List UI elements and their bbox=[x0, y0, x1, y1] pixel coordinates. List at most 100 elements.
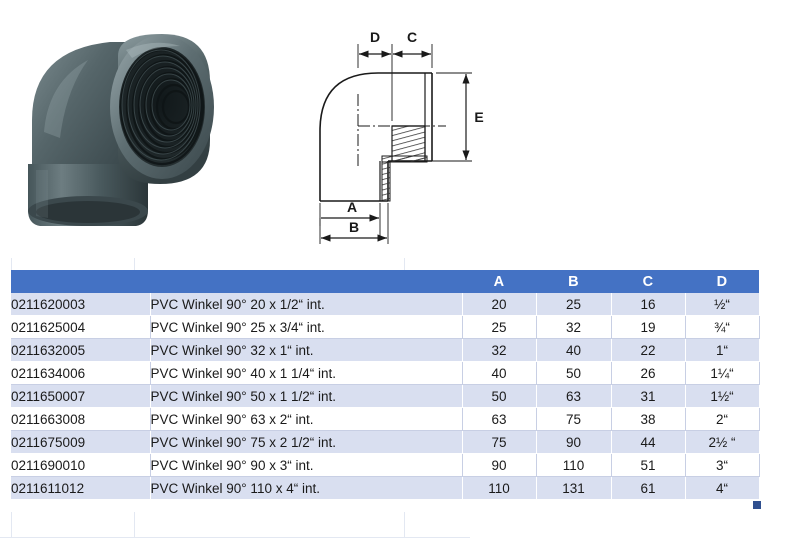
cell-article-number: 0211632005 bbox=[11, 338, 151, 362]
header-cell-a: A bbox=[462, 270, 536, 293]
cell-description: PVC Winkel 90° 75 x 2 1/2“ int. bbox=[150, 430, 463, 454]
cell-b: 63 bbox=[536, 384, 612, 408]
cell-d: 4“ bbox=[685, 476, 760, 500]
table-row[interactable]: 0211663008 PVC Winkel 90° 63 x 2“ int. 6… bbox=[11, 407, 760, 431]
header-cell-description bbox=[150, 270, 462, 293]
spreadsheet-gridline bbox=[134, 512, 135, 538]
dimension-label-b: B bbox=[349, 219, 359, 235]
cell-description: PVC Winkel 90° 50 x 1 1/2“ int. bbox=[150, 384, 463, 408]
cell-article-number: 0211663008 bbox=[11, 407, 151, 431]
spec-table-container: A B C D 0211620003 PVC Winkel 90° 20 x 1… bbox=[11, 270, 760, 500]
table-row[interactable]: 0211620003 PVC Winkel 90° 20 x 1/2“ int.… bbox=[11, 293, 760, 316]
cell-d: ½“ bbox=[685, 293, 760, 316]
illustration-area: D C E A bbox=[0, 0, 800, 262]
spreadsheet-gridline bbox=[134, 258, 135, 270]
photo-highlight-2 bbox=[126, 42, 180, 58]
spreadsheet-gridline bbox=[404, 258, 405, 270]
cell-d: 3“ bbox=[685, 453, 760, 477]
cell-c: 22 bbox=[611, 338, 686, 362]
photo-highlight bbox=[44, 60, 88, 138]
table-row[interactable]: 0211632005 PVC Winkel 90° 32 x 1“ int. 3… bbox=[11, 338, 760, 362]
table-row[interactable]: 0211650007 PVC Winkel 90° 50 x 1 1/2“ in… bbox=[11, 384, 760, 408]
cell-description: PVC Winkel 90° 25 x 3/4“ int. bbox=[150, 315, 463, 339]
table-row[interactable]: 0211625004 PVC Winkel 90° 25 x 3/4“ int.… bbox=[11, 315, 760, 339]
header-row: A B C D bbox=[11, 270, 759, 293]
cell-d: 1¼“ bbox=[685, 361, 760, 385]
dimension-label-a: A bbox=[347, 199, 357, 215]
internal-thread-icon bbox=[119, 48, 205, 166]
technical-drawing-image: D C E A bbox=[319, 29, 484, 244]
photo-highlight-3 bbox=[36, 170, 48, 218]
header-cell-c: C bbox=[611, 270, 685, 293]
cell-description: PVC Winkel 90° 90 x 3“ int. bbox=[150, 453, 463, 477]
cell-description: PVC Winkel 90° 40 x 1 1/4“ int. bbox=[150, 361, 463, 385]
elbow-threaded-socket bbox=[110, 34, 214, 184]
spreadsheet-gridline bbox=[11, 512, 12, 538]
cell-description: PVC Winkel 90° 110 x 4“ int. bbox=[150, 476, 463, 500]
cell-c: 16 bbox=[611, 293, 686, 316]
selection-fill-handle[interactable] bbox=[752, 500, 762, 510]
cell-c: 26 bbox=[611, 361, 686, 385]
header-cell-article bbox=[11, 270, 150, 293]
dimension-label-c: C bbox=[407, 29, 417, 45]
elbow-lower-socket bbox=[28, 164, 148, 226]
cell-d: ¾“ bbox=[685, 315, 760, 339]
cell-article-number: 0211675009 bbox=[11, 430, 151, 454]
cell-b: 110 bbox=[536, 453, 612, 477]
cell-c: 31 bbox=[611, 384, 686, 408]
thread-section-hatch bbox=[381, 125, 428, 202]
header-cell-b: B bbox=[536, 270, 611, 293]
cell-a: 25 bbox=[462, 315, 537, 339]
cell-b: 25 bbox=[536, 293, 612, 316]
cell-description: PVC Winkel 90° 20 x 1/2“ int. bbox=[150, 293, 463, 316]
cell-b: 40 bbox=[536, 338, 612, 362]
table-row[interactable]: 0211634006 PVC Winkel 90° 40 x 1 1/4“ in… bbox=[11, 361, 760, 385]
cell-c: 19 bbox=[611, 315, 686, 339]
cell-b: 50 bbox=[536, 361, 612, 385]
spreadsheet-gridline bbox=[0, 537, 470, 538]
cell-a: 40 bbox=[462, 361, 537, 385]
dimension-label-e: E bbox=[474, 109, 483, 125]
cell-article-number: 0211611012 bbox=[11, 476, 151, 500]
cell-article-number: 0211650007 bbox=[11, 384, 151, 408]
center-line bbox=[357, 94, 446, 166]
cell-c: 51 bbox=[611, 453, 686, 477]
cell-c: 44 bbox=[611, 430, 686, 454]
cell-a: 63 bbox=[462, 407, 537, 431]
cell-article-number: 0211625004 bbox=[11, 315, 151, 339]
cell-b: 131 bbox=[536, 476, 612, 500]
cell-a: 20 bbox=[462, 293, 537, 316]
cell-b: 32 bbox=[536, 315, 612, 339]
cell-article-number: 0211634006 bbox=[11, 361, 151, 385]
spec-table: A B C D 0211620003 PVC Winkel 90° 20 x 1… bbox=[11, 270, 760, 500]
cell-d: 2“ bbox=[685, 407, 760, 431]
dimension-c: C bbox=[393, 29, 433, 68]
dimension-e: E bbox=[430, 72, 484, 162]
technical-drawing: D C E A bbox=[296, 16, 528, 254]
cell-d: 2½ “ bbox=[685, 430, 760, 454]
table-row[interactable]: 0211675009 PVC Winkel 90° 75 x 2 1/2“ in… bbox=[11, 430, 760, 454]
product-photo-image bbox=[28, 34, 214, 226]
cell-a: 50 bbox=[462, 384, 537, 408]
cell-description: PVC Winkel 90° 63 x 2“ int. bbox=[150, 407, 463, 431]
table-row[interactable]: 0211690010 PVC Winkel 90° 90 x 3“ int. 9… bbox=[11, 453, 760, 477]
dimension-label-d: D bbox=[370, 29, 380, 45]
table-row[interactable]: 0211611012 PVC Winkel 90° 110 x 4“ int. … bbox=[11, 476, 760, 500]
cell-article-number: 0211620003 bbox=[11, 293, 151, 316]
spreadsheet-gridline bbox=[404, 512, 405, 538]
cell-c: 61 bbox=[611, 476, 686, 500]
header-cell-d: D bbox=[685, 270, 759, 293]
cell-a: 110 bbox=[462, 476, 537, 500]
cell-b: 75 bbox=[536, 407, 612, 431]
dimension-d: D bbox=[357, 29, 393, 121]
spec-table-header: A B C D bbox=[11, 270, 759, 293]
cell-c: 38 bbox=[611, 407, 686, 431]
dimension-b: B bbox=[319, 203, 389, 244]
cell-b: 90 bbox=[536, 430, 612, 454]
cell-a: 75 bbox=[462, 430, 537, 454]
product-photo bbox=[14, 12, 246, 244]
cell-a: 90 bbox=[462, 453, 537, 477]
cell-article-number: 0211690010 bbox=[11, 453, 151, 477]
cell-description: PVC Winkel 90° 32 x 1“ int. bbox=[150, 338, 463, 362]
cell-a: 32 bbox=[462, 338, 537, 362]
